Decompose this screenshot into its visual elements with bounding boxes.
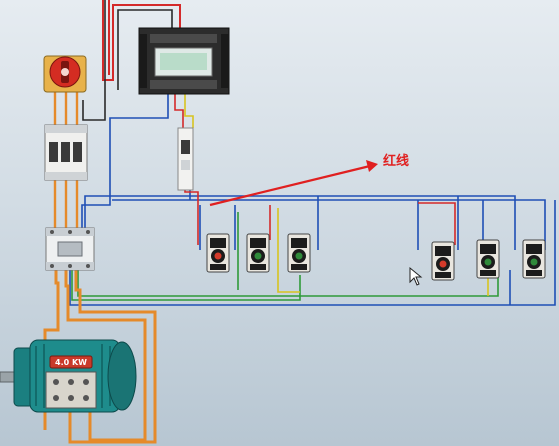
contactor: [45, 227, 95, 271]
mouse-cursor-icon: [409, 266, 423, 286]
push-button-1: [206, 233, 230, 273]
orange-busbar-wires: [53, 92, 79, 228]
red-feed-wires: [102, 0, 181, 81]
push-button-3: [287, 233, 311, 273]
fuse-holder: [177, 127, 194, 191]
green-yellow-wires: [71, 208, 499, 301]
push-button-6: [522, 239, 546, 279]
black-feed-wires: [82, 0, 173, 121]
circuit-breaker: [44, 124, 88, 181]
controller-feed-wire: [81, 92, 194, 230]
motor: 4.0 KW: [0, 339, 137, 413]
motor-rating-label: 4.0 KW: [55, 358, 87, 367]
rotary-isolator-switch: [43, 55, 87, 93]
annotation-label: 红线: [383, 153, 409, 169]
relay-controller: [138, 27, 230, 95]
push-button-2: [246, 233, 270, 273]
annotation-arrow: [209, 160, 378, 207]
push-button-4: [431, 241, 455, 281]
push-button-5: [476, 239, 500, 279]
